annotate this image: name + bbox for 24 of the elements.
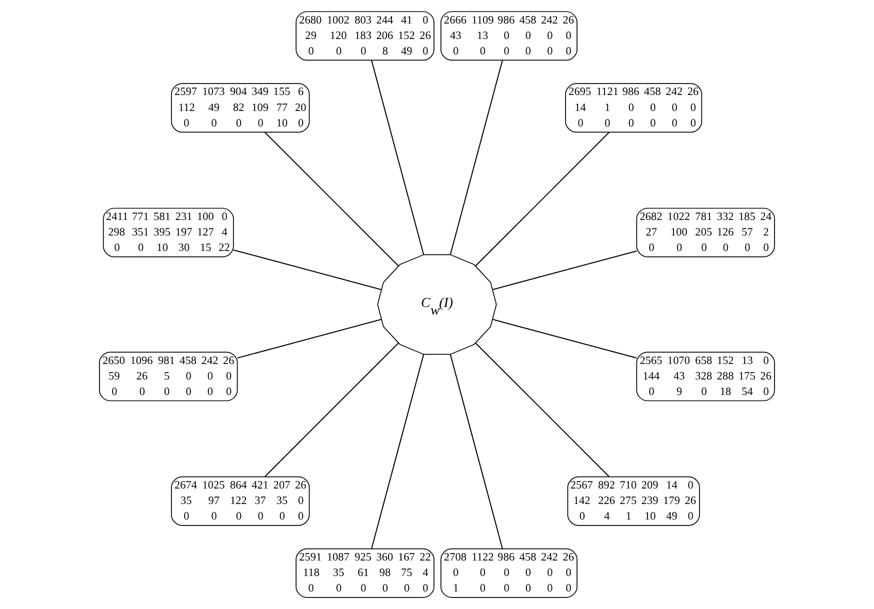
- connector: [264, 342, 399, 477]
- node-box: 2674 1025 864 421 207 26 35 97 122 37 35 0 0 0 0 0 0 0: [171, 476, 310, 526]
- node-box: 2695 1121 986 458 242 26 14 1 0 0 0 0 0 0 0 0 0 0: [565, 83, 702, 133]
- connector: [492, 250, 637, 290]
- connector: [371, 354, 424, 549]
- connector: [264, 132, 399, 266]
- connector: [492, 318, 637, 358]
- node-box: 2666 1109 986 458 242 26 43 13 0 0 0 0 0 0 0 0 0 0: [440, 11, 578, 61]
- node-box: 2682 1022 781 332 185 24 27 100 205 126 57 2 0 0 0 0 0 0: [636, 208, 775, 258]
- node-box: 2567 892 710 209 14 0 142 226 275 239 179 26 0 4 1 10 49 0: [567, 476, 700, 526]
- connector: [371, 60, 424, 255]
- node-box: 2650 1096 981 458 242 26 59 26 5 0 0 0 0 0 0 0 0 0: [99, 352, 238, 402]
- connector: [475, 132, 610, 266]
- connector: [450, 354, 503, 549]
- node-box: 2597 1073 904 349 155 6 112 49 82 109 77 20 0 0 0 0 10 0: [171, 83, 310, 133]
- node-box: 2708 1122 986 458 242 26 0 0 0 0 0 0 1 0 0 0 0 0: [440, 548, 578, 598]
- connector: [233, 249, 382, 290]
- node-box: 2680 1002 803 244 41 0 29 120 183 206 152 26 0 0 0 8 49 0: [296, 11, 434, 61]
- node-box: 2591 1087 925 360 167 22 118 35 61 98 75 4 0 0 0 0 0 0: [296, 548, 434, 598]
- node-box: 2565 1070 658 152 13 0 144 43 328 288 175 26 0 9 0 18 54 0: [636, 352, 775, 402]
- connector: [237, 318, 382, 358]
- node-box: 2411 771 581 231 100 0 298 351 395 197 127 4 0 0 10 30 15 22: [102, 208, 234, 258]
- connector: [475, 342, 610, 477]
- connector: [450, 60, 503, 255]
